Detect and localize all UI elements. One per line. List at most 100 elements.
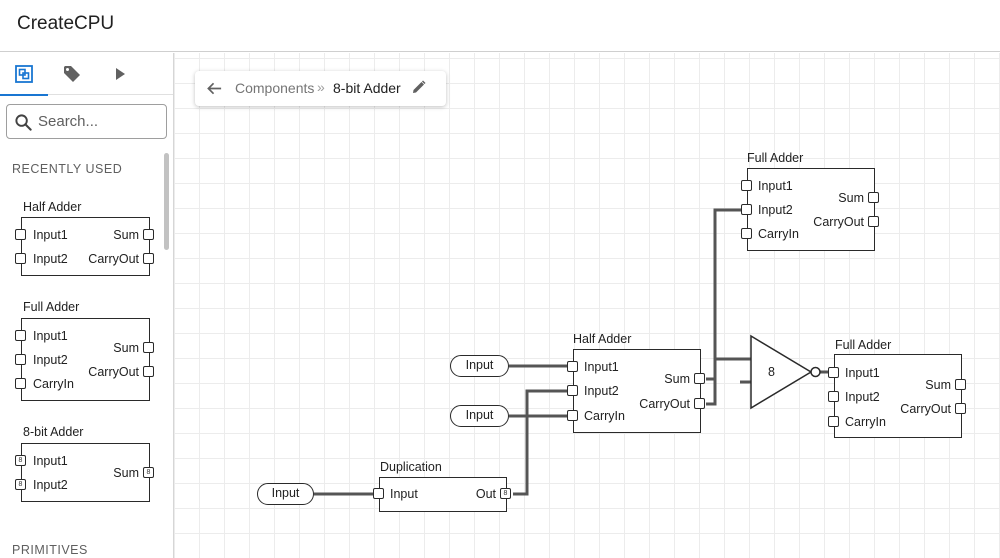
port-in[interactable] bbox=[741, 228, 752, 239]
port-in[interactable] bbox=[567, 385, 578, 396]
search-box[interactable] bbox=[6, 104, 167, 139]
port-in[interactable] bbox=[567, 410, 578, 421]
edit-pencil-icon[interactable] bbox=[412, 80, 426, 94]
tab-tags[interactable] bbox=[48, 53, 96, 95]
breadcrumb-current: 8-bit Adder bbox=[333, 80, 401, 96]
port-label: Input2 bbox=[33, 252, 68, 266]
tab-run[interactable] bbox=[96, 53, 144, 95]
port-label: Sum bbox=[664, 372, 690, 386]
port-in-bus: 8 bbox=[15, 455, 26, 466]
primitives-title: PRIMITIVES bbox=[12, 543, 88, 557]
app-header: CreateCPU bbox=[0, 0, 1000, 52]
port-in bbox=[15, 354, 26, 365]
port-in[interactable] bbox=[828, 391, 839, 402]
port-in[interactable] bbox=[741, 204, 752, 215]
port-out bbox=[143, 253, 154, 264]
full-adder-right[interactable]: Input1 Input2 CarryIn Sum CarryOut bbox=[828, 354, 966, 438]
port-label: Input2 bbox=[584, 384, 619, 398]
full-adder-top-title: Full Adder bbox=[747, 151, 804, 165]
port-in[interactable] bbox=[828, 367, 839, 378]
port-label: Input2 bbox=[33, 478, 68, 492]
duplication-title: Duplication bbox=[380, 460, 442, 474]
palette-8bit-adder[interactable]: 8 Input1 8 Input2 8 Sum bbox=[15, 443, 154, 502]
port-out[interactable] bbox=[868, 192, 879, 203]
port-out[interactable] bbox=[955, 403, 966, 414]
components-icon bbox=[15, 65, 33, 83]
port-label: CarryIn bbox=[845, 415, 886, 429]
tab-components[interactable] bbox=[0, 53, 48, 96]
port-label: CarryIn bbox=[33, 377, 74, 391]
port-label: CarryIn bbox=[584, 409, 625, 423]
port-in[interactable] bbox=[373, 488, 384, 499]
palette-8bit-adder-title: 8-bit Adder bbox=[23, 425, 84, 439]
full-adder-right-title: Full Adder bbox=[835, 338, 892, 352]
full-adder-top[interactable]: Input1 Input2 CarryIn Sum CarryOut bbox=[741, 168, 879, 251]
port-label: Input1 bbox=[33, 228, 68, 242]
search-icon bbox=[15, 114, 32, 131]
port-out[interactable] bbox=[694, 398, 705, 409]
back-arrow-icon[interactable] bbox=[206, 80, 223, 97]
port-label: Input2 bbox=[758, 203, 793, 217]
breadcrumb-separator: » bbox=[317, 79, 325, 95]
sidebar-tabs bbox=[0, 53, 173, 96]
port-out bbox=[143, 229, 154, 240]
tag-icon bbox=[64, 66, 80, 82]
port-label: CarryIn bbox=[758, 227, 799, 241]
recently-used-title: RECENTLY USED bbox=[12, 162, 123, 176]
palette-half-adder-title: Half Adder bbox=[23, 200, 82, 214]
palette-full-adder[interactable]: Input1 Input2 CarryIn Sum CarryOut bbox=[15, 318, 154, 401]
port-label: Input bbox=[390, 487, 418, 501]
breadcrumb-components[interactable]: Components bbox=[235, 80, 315, 96]
port-in bbox=[15, 330, 26, 341]
half-adder-title: Half Adder bbox=[573, 332, 632, 346]
port-label: Out bbox=[475, 487, 496, 501]
palette-half-adder[interactable]: Input1 Input2 Sum CarryOut bbox=[15, 217, 154, 276]
port-label: CarryOut bbox=[639, 397, 690, 411]
app-title: CreateCPU bbox=[17, 13, 115, 34]
port-label: Input2 bbox=[845, 390, 880, 404]
port-label: CarryOut bbox=[813, 215, 864, 229]
search-input[interactable] bbox=[38, 109, 162, 134]
sidebar: RECENTLY USED Half Adder Input1 Input2 S… bbox=[0, 53, 174, 558]
breadcrumb: Components » 8-bit Adder bbox=[195, 71, 446, 106]
port-label: Input1 bbox=[33, 329, 68, 343]
half-adder[interactable]: Input1 Input2 CarryIn Sum CarryOut bbox=[567, 349, 705, 433]
port-out bbox=[143, 342, 154, 353]
port-out[interactable] bbox=[955, 379, 966, 390]
port-out[interactable] bbox=[694, 373, 705, 384]
sidebar-scrollbar[interactable] bbox=[164, 153, 169, 250]
palette-full-adder-title: Full Adder bbox=[23, 300, 80, 314]
input-pin-3[interactable]: Input bbox=[257, 483, 314, 505]
port-in bbox=[15, 378, 26, 389]
port-label: CarryOut bbox=[900, 402, 951, 416]
input-pin-2[interactable]: Input bbox=[450, 405, 509, 427]
port-label: Input2 bbox=[33, 353, 68, 367]
port-out bbox=[143, 366, 154, 377]
port-label: Sum bbox=[113, 466, 139, 480]
play-icon bbox=[116, 68, 125, 80]
port-label: Sum bbox=[113, 341, 139, 355]
port-in bbox=[15, 229, 26, 240]
port-in[interactable] bbox=[828, 416, 839, 427]
port-label: Sum bbox=[925, 378, 951, 392]
port-in bbox=[15, 253, 26, 264]
port-out-bus: 8 bbox=[143, 467, 154, 478]
port-label: Input1 bbox=[845, 366, 880, 380]
port-out[interactable] bbox=[868, 216, 879, 227]
port-label: Input1 bbox=[584, 360, 619, 374]
port-out-bus[interactable]: 8 bbox=[500, 488, 511, 499]
not-gate-label: 8 bbox=[768, 365, 775, 379]
duplication-node[interactable]: Input 8 Out bbox=[373, 477, 511, 512]
port-label: Input1 bbox=[758, 179, 793, 193]
input-pin-1[interactable]: Input bbox=[450, 355, 509, 377]
schematic-canvas[interactable] bbox=[174, 53, 1000, 558]
port-in[interactable] bbox=[567, 361, 578, 372]
port-label: CarryOut bbox=[88, 365, 139, 379]
port-label: CarryOut bbox=[88, 252, 139, 266]
port-in[interactable] bbox=[741, 180, 752, 191]
port-in-bus: 8 bbox=[15, 479, 26, 490]
not-gate[interactable] bbox=[748, 333, 824, 411]
port-label: Sum bbox=[838, 191, 864, 205]
port-label: Sum bbox=[113, 228, 139, 242]
port-label: Input1 bbox=[33, 454, 68, 468]
